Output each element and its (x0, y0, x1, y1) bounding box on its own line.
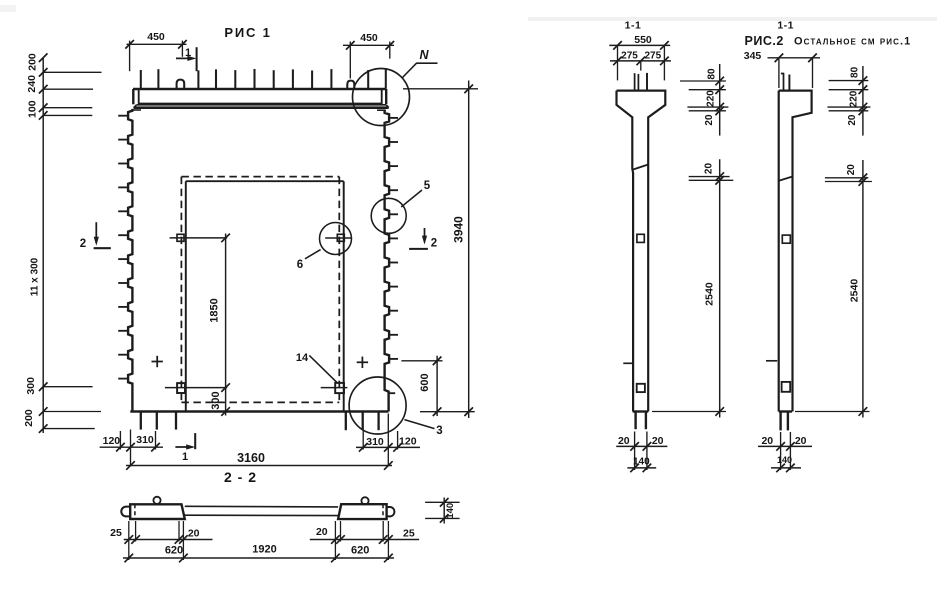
svg-text:450: 450 (360, 32, 378, 44)
svg-text:1850: 1850 (209, 298, 221, 322)
svg-text:20: 20 (704, 163, 715, 175)
svg-text:140: 140 (777, 455, 792, 465)
svg-text:2540: 2540 (704, 282, 716, 306)
svg-text:600: 600 (419, 373, 431, 391)
svg-text:200: 200 (27, 53, 39, 71)
svg-text:20: 20 (188, 528, 200, 540)
svg-text:140: 140 (445, 503, 456, 519)
svg-text:300: 300 (210, 391, 222, 409)
svg-text:20: 20 (761, 435, 773, 447)
svg-text:РИС 1: РИС 1 (224, 25, 271, 40)
svg-text:20: 20 (316, 526, 328, 538)
svg-text:6: 6 (297, 259, 303, 271)
svg-text:240: 240 (26, 75, 38, 93)
svg-text:80: 80 (707, 68, 718, 80)
svg-text:80: 80 (850, 66, 861, 78)
svg-text:3160: 3160 (237, 451, 265, 465)
svg-text:550: 550 (634, 34, 652, 46)
svg-text:100: 100 (27, 100, 39, 118)
svg-text:25: 25 (110, 527, 122, 539)
svg-text:2: 2 (80, 238, 86, 250)
svg-text:1-1: 1-1 (777, 20, 794, 32)
svg-text:220: 220 (849, 90, 860, 107)
svg-text:140: 140 (633, 457, 650, 468)
svg-text:120: 120 (399, 436, 417, 448)
svg-text:275: 275 (621, 51, 638, 62)
svg-text:300: 300 (25, 377, 37, 395)
svg-text:200: 200 (23, 409, 35, 427)
svg-text:2 - 2: 2 - 2 (224, 469, 257, 485)
svg-text:275: 275 (644, 51, 661, 62)
svg-text:5: 5 (424, 180, 431, 192)
svg-text:3: 3 (436, 425, 442, 437)
svg-text:1920: 1920 (252, 544, 276, 556)
svg-text:620: 620 (165, 545, 183, 557)
svg-text:20: 20 (704, 114, 715, 126)
svg-text:120: 120 (103, 435, 121, 447)
svg-text:1-1: 1-1 (625, 20, 642, 32)
svg-text:220: 220 (706, 90, 717, 107)
svg-text:11 x 300: 11 x 300 (30, 257, 41, 296)
svg-text:310: 310 (366, 436, 384, 448)
svg-text:25: 25 (403, 528, 415, 540)
svg-text:РИС.2: РИС.2 (745, 34, 784, 48)
svg-text:1: 1 (182, 451, 188, 463)
svg-text:450: 450 (147, 31, 165, 43)
svg-text:20: 20 (652, 435, 664, 447)
svg-text:2540: 2540 (849, 279, 861, 303)
svg-text:14: 14 (296, 352, 309, 364)
svg-text:345: 345 (744, 50, 762, 62)
svg-text:20: 20 (847, 114, 858, 126)
svg-text:Остальное см рис.1: Остальное см рис.1 (794, 36, 911, 48)
svg-text:20: 20 (846, 164, 857, 176)
svg-text:3940: 3940 (452, 216, 466, 243)
svg-text:1: 1 (185, 47, 191, 59)
svg-text:N: N (419, 48, 429, 62)
svg-text:2: 2 (431, 238, 437, 250)
svg-text:310: 310 (136, 434, 154, 446)
svg-text:20: 20 (618, 435, 630, 447)
svg-text:20: 20 (795, 435, 807, 447)
svg-text:620: 620 (351, 545, 369, 557)
